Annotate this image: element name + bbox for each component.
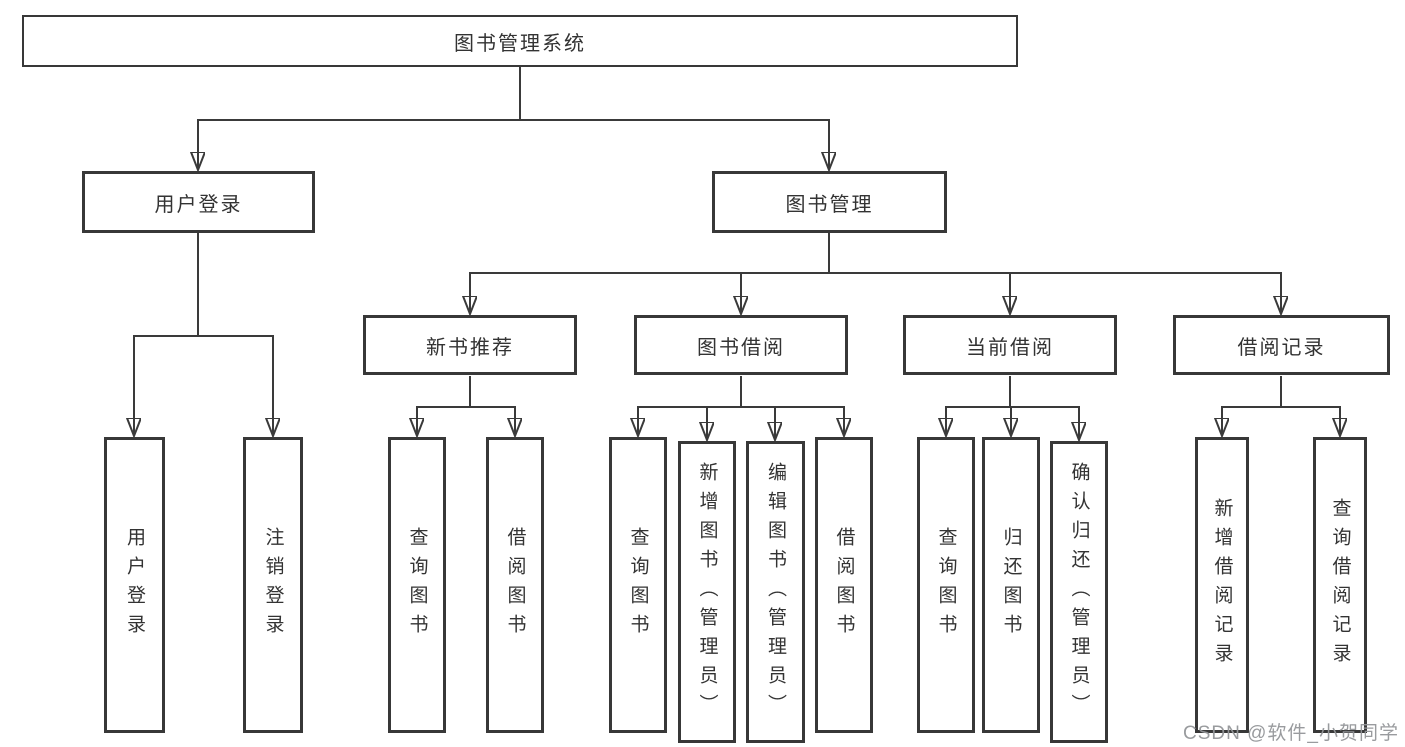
node-label: 借阅图书 (504, 527, 526, 643)
leaf-add-borrow-record: 新增借阅记录 (1195, 437, 1249, 733)
node-new-book-recommendation: 新书推荐 (363, 315, 577, 375)
node-book-borrowing: 图书借阅 (634, 315, 848, 375)
node-borrowing-records: 借阅记录 (1173, 315, 1390, 375)
node-current-borrowing: 当前借阅 (903, 315, 1117, 375)
leaf-borrow-books: 借阅图书 (815, 437, 873, 733)
node-library-system: 图书管理系统 (22, 15, 1018, 67)
leaf-user-login: 用户登录 (104, 437, 165, 733)
node-label: 借阅图书 (833, 527, 855, 643)
node-label: 查询图书 (935, 527, 957, 643)
leaf-query-books-borrow: 查询图书 (609, 437, 667, 733)
node-label: 新增借阅记录 (1211, 498, 1233, 672)
node-label: 查询图书 (406, 527, 428, 643)
leaf-add-books-admin: 新增图书（管理员） (678, 441, 736, 743)
leaf-logout: 注销登录 (243, 437, 303, 733)
leaf-query-books-recommend: 查询图书 (388, 437, 446, 733)
leaf-return-books: 归还图书 (982, 437, 1040, 733)
leaf-edit-books-admin: 编辑图书（管理员） (746, 441, 805, 743)
node-label: 图书借阅 (697, 336, 785, 359)
node-label: 查询借阅记录 (1329, 498, 1351, 672)
node-label: 新书推荐 (426, 336, 514, 359)
node-label: 注销登录 (262, 527, 284, 643)
node-label: 编辑图书（管理员） (765, 461, 786, 723)
node-label: 图书管理系统 (454, 32, 586, 55)
node-label: 图书管理 (785, 193, 874, 216)
node-user-login: 用户登录 (82, 171, 315, 233)
csdn-watermark: CSDN @软件_小贺同学 (1183, 723, 1399, 744)
node-label: 当前借阅 (966, 336, 1054, 359)
node-label: 借阅记录 (1237, 336, 1326, 359)
node-label: 用户登录 (124, 527, 145, 643)
node-label: 归还图书 (1000, 527, 1022, 643)
leaf-confirm-return-admin: 确认归还（管理员） (1050, 441, 1108, 743)
node-label: 查询图书 (627, 527, 649, 643)
node-label: 确认归还（管理员） (1068, 461, 1090, 723)
leaf-borrow-books-recommend: 借阅图书 (486, 437, 544, 733)
node-label: 新增图书（管理员） (696, 461, 718, 723)
node-label: 用户登录 (154, 193, 243, 216)
node-book-management: 图书管理 (712, 171, 947, 233)
leaf-query-books-current: 查询图书 (917, 437, 975, 733)
leaf-query-borrow-record: 查询借阅记录 (1313, 437, 1367, 733)
